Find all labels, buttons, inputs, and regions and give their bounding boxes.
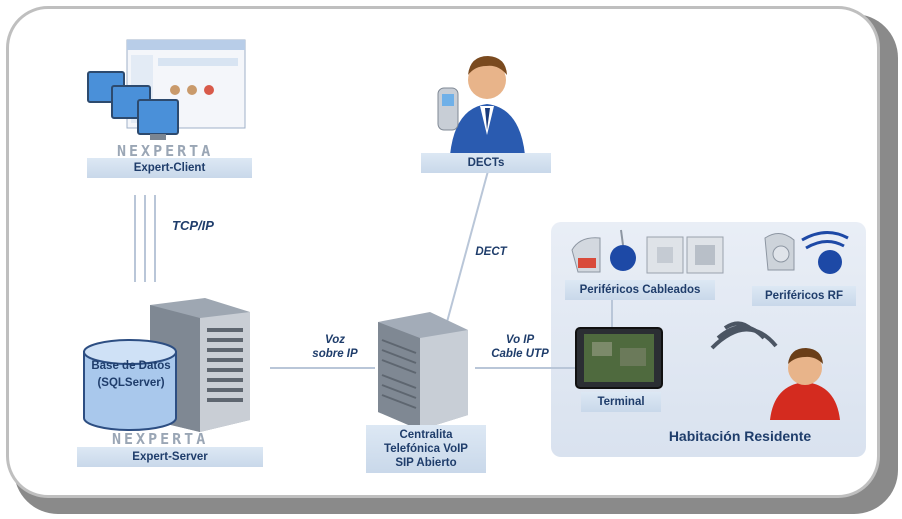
pbx-label-line1: Centralita: [399, 429, 453, 441]
terminal-device-icon: [575, 327, 663, 389]
room-title: Habitación Residente: [668, 428, 812, 444]
dect-line: [446, 170, 489, 323]
pbx-label: Centralita Telefónica VoIP SIP Abierto: [366, 425, 486, 473]
client-label: Expert-Client: [87, 158, 252, 178]
dects-label: DECTs: [421, 153, 551, 173]
dect-person-icon: [437, 56, 525, 155]
database-label: Base de Datos (SQLServer): [88, 358, 174, 392]
database-icon: [83, 339, 177, 431]
client-monitors-icon: [87, 39, 246, 140]
voip-link-label: Vo IP Cable UTP: [485, 333, 555, 361]
pbx-label-line2: Telefónica VoIP: [384, 443, 468, 455]
voip-link-label-line1: Vo IP: [505, 334, 535, 346]
voz-link-label-line2: sobre IP: [312, 348, 358, 360]
tcp-link-label: TCP/IP: [172, 218, 214, 233]
server-label: Expert-Server: [77, 447, 263, 467]
rf-peripherals-label: Periféricos RF: [752, 286, 856, 306]
client-brand-logo: NEXPERTA: [117, 142, 214, 160]
server-brand-logo: NEXPERTA: [112, 430, 209, 448]
wired-peripherals-icon: [571, 229, 724, 274]
voz-link-label: Voz sobre IP: [300, 333, 370, 361]
pbx-label-line3: SIP Abierto: [395, 457, 457, 469]
voip-link-label-line2: Cable UTP: [491, 348, 549, 360]
rf-peripherals-icon: [764, 231, 849, 274]
wireless-waves-icon: [710, 321, 778, 350]
voz-link-label-line1: Voz: [324, 334, 346, 346]
pbx-switch-icon: [378, 312, 468, 430]
dect-link-label: DECT: [475, 246, 507, 258]
terminal-label: Terminal: [581, 392, 661, 412]
resident-person-icon: [770, 348, 840, 420]
database-label-line1: Base de Datos: [91, 360, 171, 372]
database-label-line2: (SQLServer): [97, 377, 165, 389]
wired-peripherals-label: Periféricos Cableados: [565, 280, 715, 300]
